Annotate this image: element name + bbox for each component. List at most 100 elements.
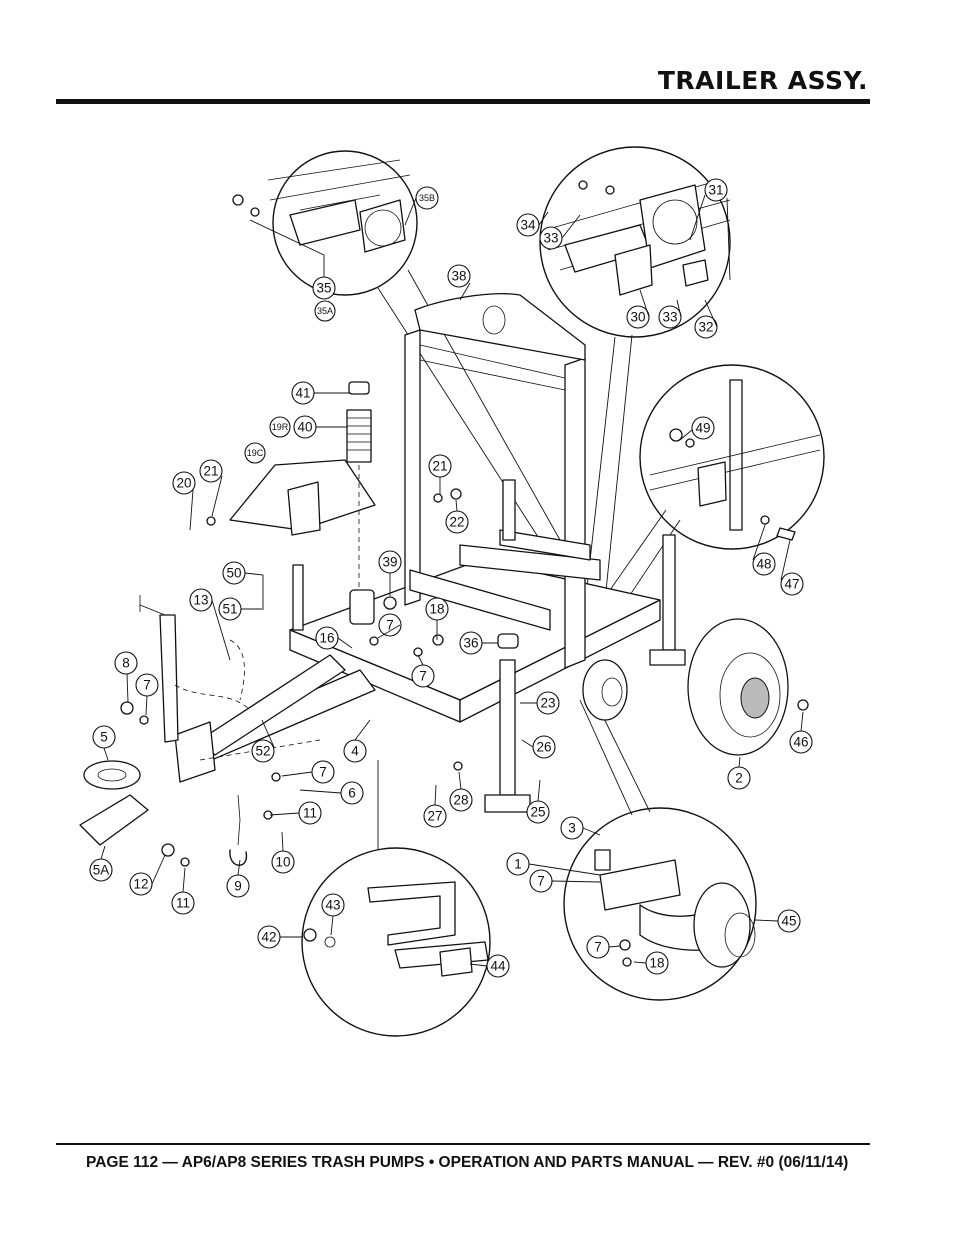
footer-rule: [56, 1143, 870, 1145]
detail-circle-taillight-left: [232, 150, 418, 296]
detail-circle-axle-hub: [563, 807, 757, 1001]
callout-52: 52: [251, 739, 275, 763]
callout-34: 34: [516, 213, 540, 237]
callout-35: 35: [312, 276, 336, 300]
callout-1: 1: [506, 852, 530, 876]
svg-text:26: 26: [536, 740, 551, 755]
svg-text:10: 10: [275, 855, 290, 870]
callout-7b: 7: [135, 673, 159, 697]
callout-8: 8: [114, 651, 138, 675]
callout-7c: 7: [411, 664, 435, 688]
svg-text:52: 52: [255, 744, 270, 759]
callout-44: 44: [486, 954, 510, 978]
svg-text:11: 11: [176, 896, 190, 911]
svg-text:51: 51: [222, 602, 237, 617]
detail-circle-taillight-right: [539, 146, 731, 338]
svg-text:11: 11: [303, 806, 317, 821]
callout-9: 9: [226, 874, 250, 898]
svg-text:49: 49: [695, 421, 710, 436]
callout-7f: 7: [586, 935, 610, 959]
svg-text:46: 46: [793, 735, 808, 750]
callout-38: 38: [447, 264, 471, 288]
svg-text:7: 7: [537, 874, 545, 889]
callout-28: 28: [449, 788, 473, 812]
detail-circle-fender-bracket: [639, 364, 825, 550]
svg-text:27: 27: [427, 809, 442, 824]
svg-text:2: 2: [735, 771, 743, 786]
svg-text:43: 43: [325, 898, 340, 913]
svg-text:7: 7: [319, 765, 327, 780]
svg-text:5: 5: [100, 730, 108, 745]
svg-text:30: 30: [630, 310, 645, 325]
callout-33: 33: [539, 226, 563, 250]
callout-21: 21: [199, 459, 223, 483]
callout-11a: 11: [298, 801, 322, 825]
svg-text:21: 21: [203, 464, 218, 479]
svg-text:41: 41: [295, 386, 310, 401]
callout-33b: 33: [658, 305, 682, 329]
callout-46: 46: [789, 730, 813, 754]
svg-text:25: 25: [530, 805, 545, 820]
callout-23: 23: [536, 691, 560, 715]
callout-22: 22: [445, 510, 469, 534]
svg-text:18: 18: [429, 602, 444, 617]
svg-text:50: 50: [226, 566, 241, 581]
callout-2: 2: [727, 766, 751, 790]
svg-text:31: 31: [708, 183, 723, 198]
callout-21b: 21: [428, 454, 452, 478]
page-footer: PAGE 112 — AP6/AP8 SERIES TRASH PUMPS • …: [86, 1154, 849, 1171]
svg-text:28: 28: [453, 793, 468, 808]
page-title: TRAILER ASSY.: [657, 66, 868, 95]
svg-text:36: 36: [463, 636, 478, 651]
svg-text:7: 7: [594, 940, 602, 955]
callout-7d: 7: [311, 760, 335, 784]
callout-41: 41: [291, 381, 315, 405]
callout-50: 50: [222, 561, 246, 585]
svg-text:34: 34: [520, 218, 536, 233]
svg-text:9: 9: [234, 879, 242, 894]
svg-text:23: 23: [540, 696, 555, 711]
svg-text:19R: 19R: [272, 422, 289, 432]
svg-text:48: 48: [756, 557, 771, 572]
svg-text:35: 35: [316, 281, 331, 296]
svg-text:35A: 35A: [317, 306, 333, 316]
svg-text:16: 16: [319, 631, 334, 646]
svg-text:47: 47: [784, 577, 799, 592]
callout-7a: 7: [378, 613, 402, 637]
callout-36: 36: [459, 631, 483, 655]
callout-18b: 18: [645, 951, 669, 975]
callout-5a: 5A: [89, 858, 113, 882]
callout-6: 6: [340, 781, 364, 805]
svg-text:33: 33: [662, 310, 677, 325]
callout-48: 48: [752, 552, 776, 576]
svg-text:33: 33: [543, 231, 558, 246]
svg-text:7: 7: [419, 669, 427, 684]
callout-39: 39: [378, 550, 402, 574]
svg-text:8: 8: [122, 656, 130, 671]
svg-text:5A: 5A: [93, 863, 110, 878]
svg-text:13: 13: [193, 593, 208, 608]
callout-45: 45: [777, 909, 801, 933]
svg-text:39: 39: [382, 555, 397, 570]
callout-40: 40: [293, 415, 317, 439]
callout-35a: 35A: [314, 300, 336, 322]
svg-text:7: 7: [143, 678, 151, 693]
callout-7e: 7: [529, 869, 553, 893]
callout-3: 3: [560, 816, 584, 840]
callout-30: 30: [626, 305, 650, 329]
callout-51: 51: [218, 597, 242, 621]
callout-25: 25: [526, 800, 550, 824]
svg-text:3: 3: [568, 821, 576, 836]
detail-circle-lights-bracket: [301, 847, 491, 1037]
callout-5: 5: [92, 725, 116, 749]
callout-18: 18: [425, 597, 449, 621]
callout-16: 16: [315, 626, 339, 650]
svg-text:35B: 35B: [419, 193, 435, 203]
callout-12: 12: [129, 872, 153, 896]
svg-text:32: 32: [698, 320, 713, 335]
callout-10: 10: [271, 850, 295, 874]
svg-text:1: 1: [514, 857, 522, 872]
svg-text:38: 38: [451, 269, 466, 284]
svg-text:44: 44: [490, 959, 506, 974]
svg-text:4: 4: [351, 744, 359, 759]
